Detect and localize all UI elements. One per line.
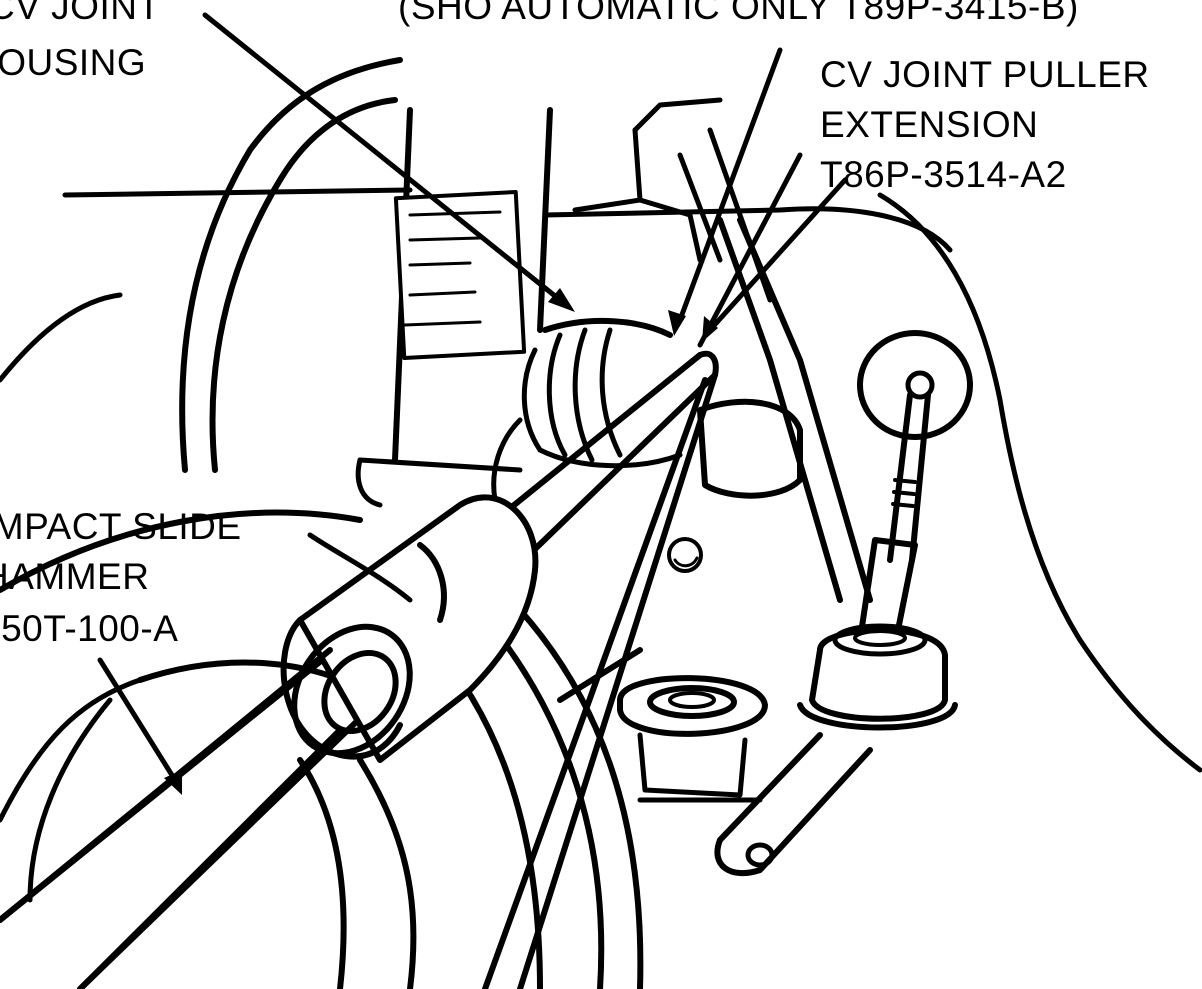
label-slide-hammer-line3: T50T-100-A <box>0 608 179 649</box>
label-sho-automatic-note: (SHO AUTOMATIC ONLY T89P-3415-B) <box>398 0 1079 27</box>
control-arm-bushing <box>617 675 768 798</box>
label-puller-extension-line3: T86P-3514-A2 <box>820 154 1067 195</box>
upper-bracket <box>572 97 723 263</box>
label-puller-extension-line1: CV JOINT PULLER <box>820 54 1150 95</box>
leader-lines <box>97 12 848 795</box>
label-slide-hammer-line1: IMPACT SLIDE <box>0 506 242 547</box>
strut-panel <box>62 107 953 463</box>
label-puller-extension-line2: EXTENSION <box>820 104 1039 145</box>
tie-rod-assembly <box>717 192 1202 773</box>
ball-joint <box>714 623 958 877</box>
label-slide-hammer-line2: HAMMER <box>0 556 150 597</box>
slide-hammer <box>0 350 719 989</box>
sticker-text-lines <box>403 210 502 327</box>
puller-extension <box>482 127 803 989</box>
label-cv-joint-housing-line2: HOUSING <box>0 42 147 83</box>
label-cv-joint-housing-line1: CV JOINT <box>0 0 161 27</box>
fender-arch <box>0 57 403 473</box>
